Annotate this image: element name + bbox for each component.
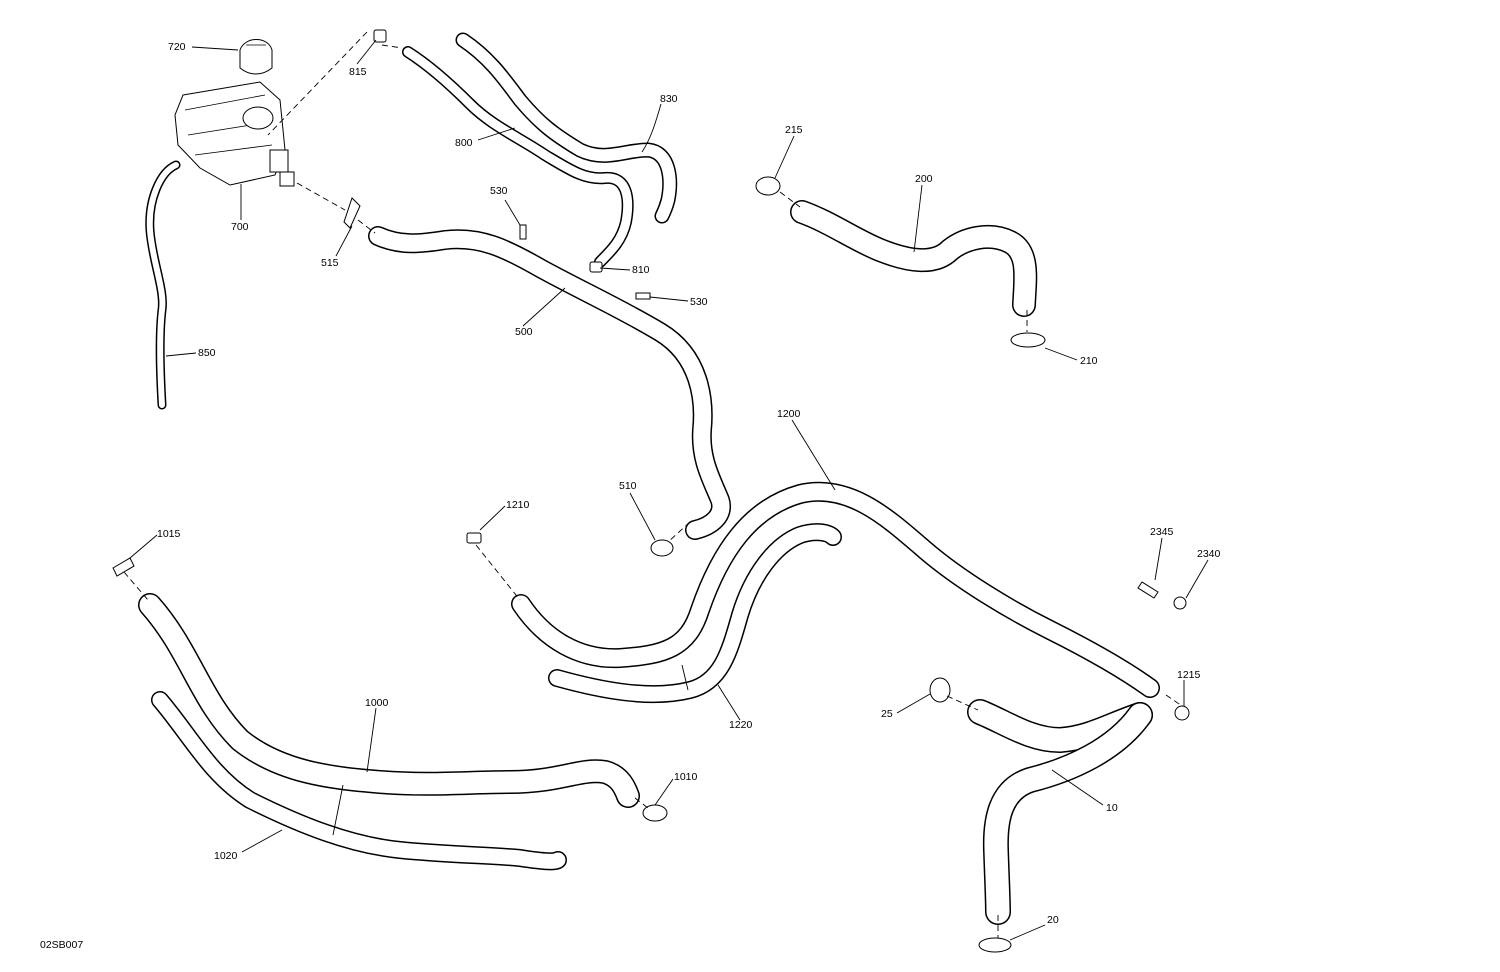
- screw-530-lower: [635, 292, 651, 300]
- fitting-1015: [112, 557, 135, 577]
- clamp-510: [650, 539, 674, 557]
- clamp-215: [755, 176, 781, 196]
- callout-510: 510: [619, 480, 637, 492]
- clamp-810: [589, 261, 603, 273]
- hose-1000: [138, 593, 640, 808]
- cap-720: [239, 39, 273, 75]
- hose-500: [368, 226, 732, 540]
- hose-850: [145, 160, 181, 410]
- callout-800: 800: [455, 137, 473, 149]
- callout-830: 830: [660, 93, 678, 105]
- clamp-25: [929, 677, 951, 703]
- callout-815: 815: [349, 66, 367, 78]
- hose-200: [790, 200, 1038, 317]
- nut-2340: [1173, 596, 1187, 610]
- reservoir-tank-700: [174, 81, 295, 187]
- clamp-1215: [1174, 705, 1190, 721]
- callout-810: 810: [632, 264, 650, 276]
- clamp-210: [1010, 332, 1046, 348]
- hose-1200: [511, 481, 1160, 698]
- callout-1015: 1015: [157, 528, 181, 540]
- callout-1220: 1220: [729, 719, 753, 731]
- screw-530-upper: [519, 224, 527, 240]
- sensor-2345: [1137, 581, 1159, 599]
- callout-1010: 1010: [674, 771, 698, 783]
- callout-2345: 2345: [1150, 526, 1174, 538]
- callout-20: 20: [1047, 914, 1059, 926]
- callout-215: 215: [785, 124, 803, 136]
- clip-515: [343, 197, 361, 229]
- leader-lines: [129, 39, 1209, 941]
- figure-reference-code: 02SB007: [40, 939, 83, 951]
- callout-1210: 1210: [506, 499, 530, 511]
- callout-530-upper: 530: [490, 185, 508, 197]
- callout-850: 850: [198, 347, 216, 359]
- callout-530-lower: 530: [690, 296, 708, 308]
- clamp-815: [373, 29, 387, 43]
- hose-1220: [548, 523, 842, 704]
- callout-1000: 1000: [365, 697, 389, 709]
- hose-1020: [151, 691, 567, 871]
- callout-200: 200: [915, 173, 933, 185]
- callout-515: 515: [321, 257, 339, 269]
- callout-500: 500: [515, 326, 533, 338]
- callout-1200: 1200: [777, 408, 801, 420]
- callout-210: 210: [1080, 355, 1098, 367]
- clamp-20: [978, 937, 1012, 953]
- hose-830: [455, 32, 678, 224]
- callout-1020: 1020: [214, 850, 238, 862]
- callout-1215: 1215: [1177, 669, 1201, 681]
- callout-10: 10: [1106, 802, 1118, 814]
- callout-720: 720: [168, 41, 186, 53]
- callout-25: 25: [881, 708, 893, 720]
- callout-labels: 720 815 830 800 700 530 515 810 530 500 …: [157, 41, 1221, 926]
- fitting-1210: [466, 532, 482, 544]
- callout-700: 700: [231, 221, 249, 233]
- callout-2340: 2340: [1197, 548, 1221, 560]
- hose-10: [967, 699, 1153, 925]
- assembly-dashed-lines: [123, 31, 1183, 938]
- hose-800: [402, 46, 634, 268]
